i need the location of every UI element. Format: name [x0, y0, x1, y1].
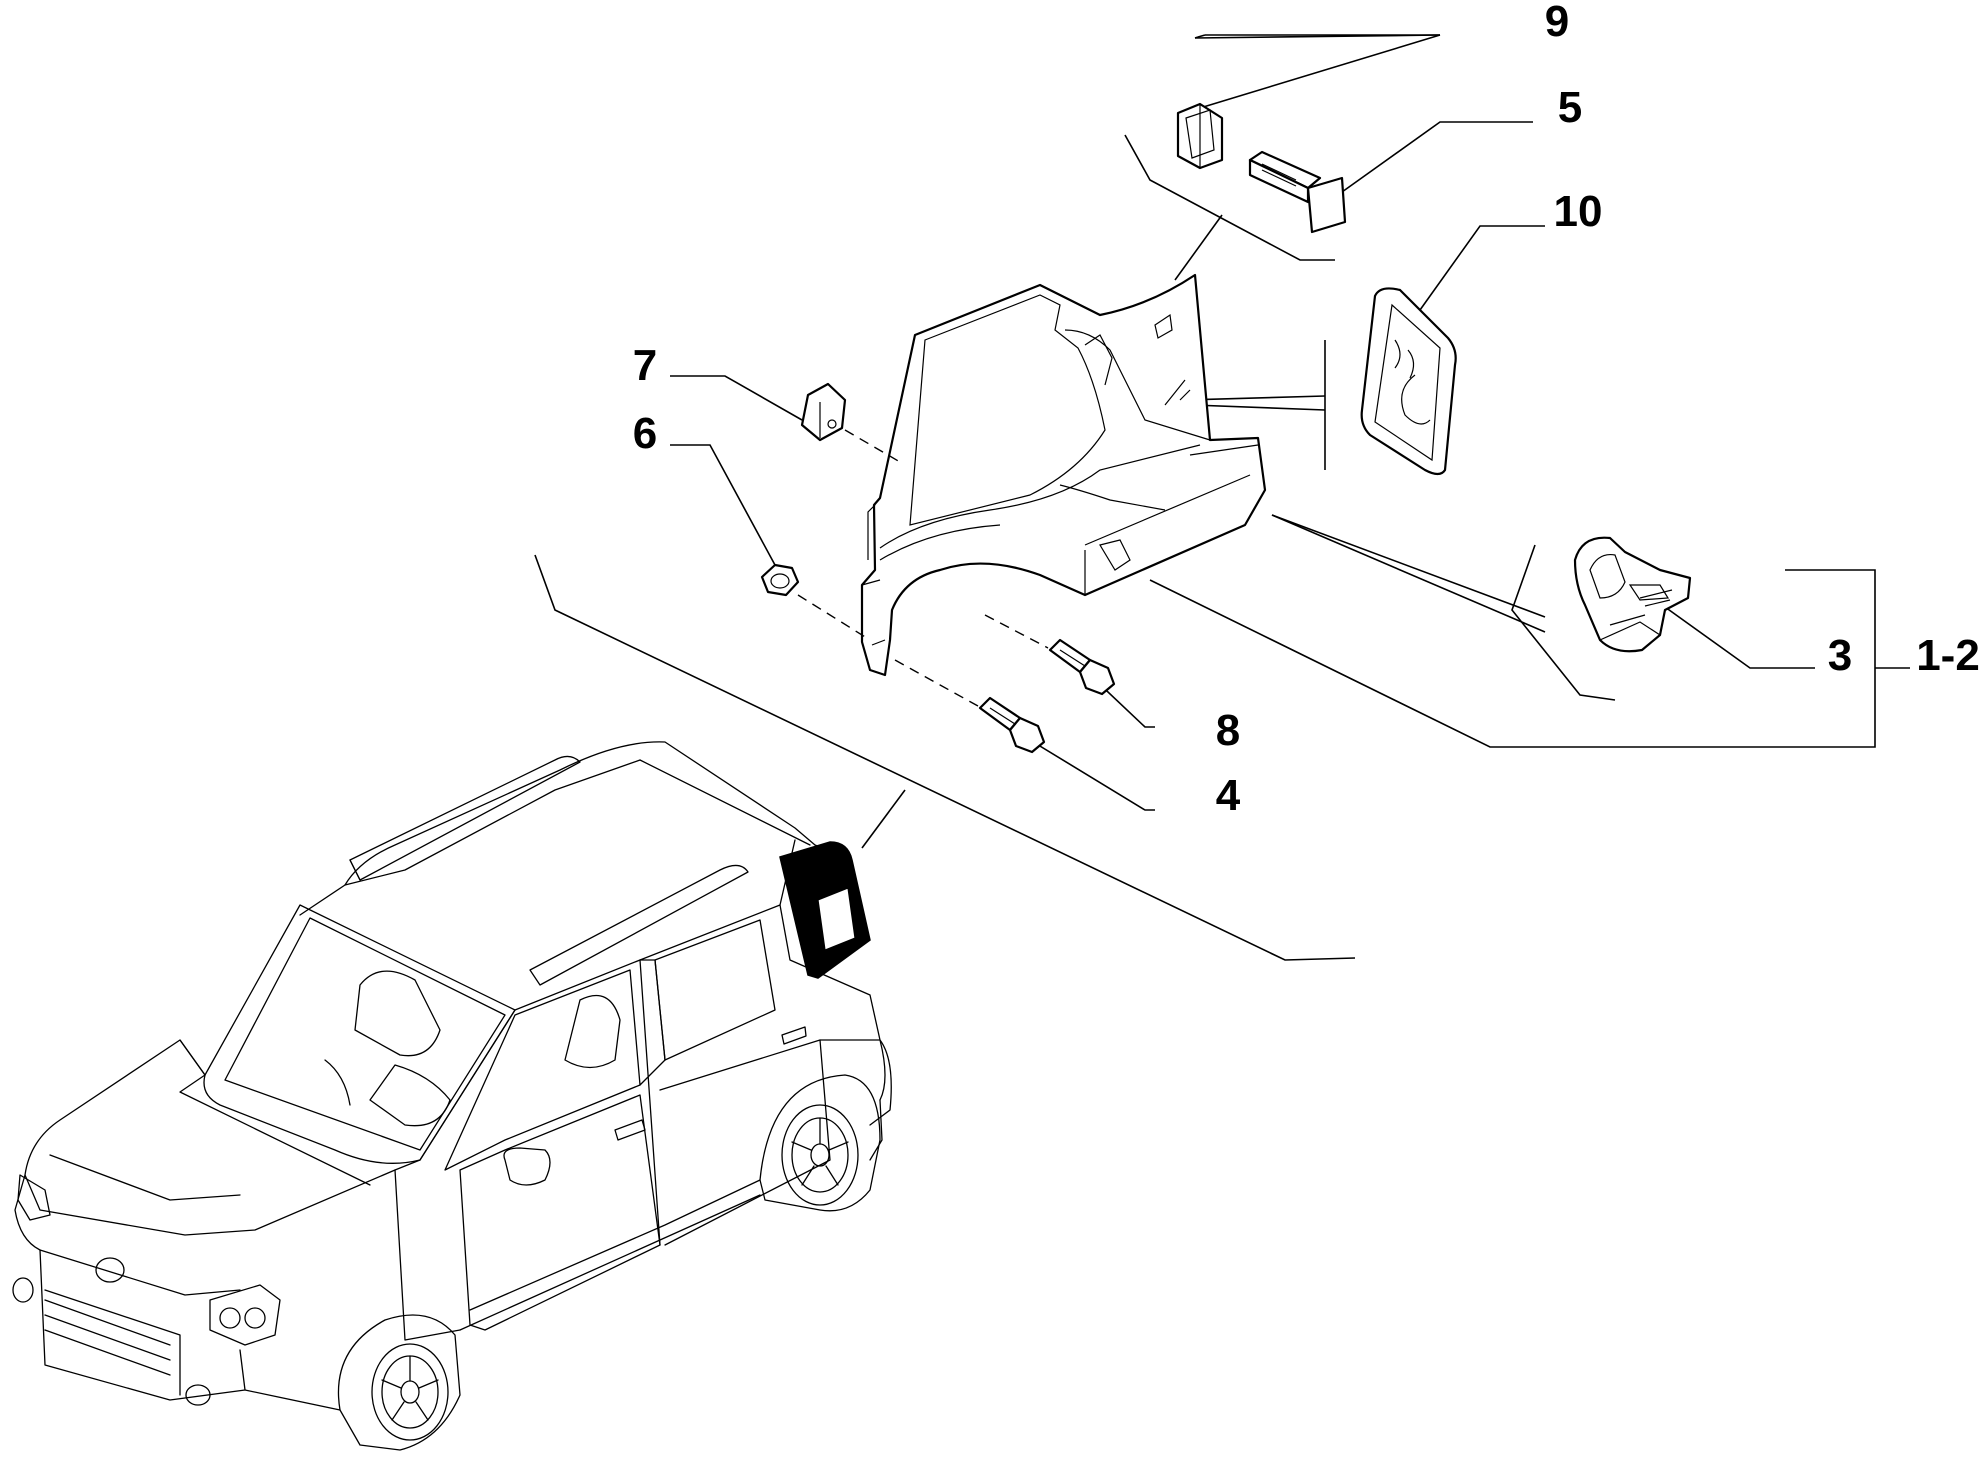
- part-9-clip: [1176, 102, 1224, 170]
- part-3-bracket: [1573, 536, 1692, 653]
- label-5: 5: [1558, 83, 1582, 132]
- car-rear-wheel: [759, 1074, 881, 1212]
- label-4: 4: [1216, 771, 1241, 820]
- label-1-2: 1-2: [1916, 631, 1980, 680]
- car-badge: [95, 1257, 125, 1283]
- part-1-2-trim-panel: [860, 273, 1267, 677]
- label-3: 3: [1828, 631, 1852, 680]
- label-6: 6: [633, 409, 657, 458]
- car-illustration: [12, 741, 892, 1451]
- car-front: [14, 1174, 246, 1401]
- label-10: 10: [1554, 187, 1603, 236]
- car-mirror: [503, 1147, 551, 1186]
- part-7-clip: [800, 382, 901, 463]
- car-roof: [344, 741, 841, 886]
- car-windshield: [203, 904, 516, 1164]
- car-side: [419, 904, 886, 1161]
- car-headlight-right: [209, 1284, 281, 1346]
- car-front-wheel: [337, 1314, 461, 1451]
- label-9: 9: [1545, 0, 1569, 46]
- part-6-nut: [760, 563, 871, 641]
- label-8: 8: [1216, 706, 1240, 755]
- highlight-quarter-window: [817, 887, 856, 951]
- car-hood: [24, 1039, 421, 1236]
- car-headlight-left: [17, 1174, 51, 1221]
- car-rear-door-window: [654, 919, 776, 1061]
- label-7: 7: [633, 341, 657, 390]
- callout-lines: [534, 34, 1910, 961]
- part-10-cover: [1360, 287, 1457, 476]
- part-8-bolt: [984, 614, 1116, 696]
- car-front-door-window: [444, 969, 641, 1171]
- part-4-bolt: [894, 659, 1046, 754]
- part-labels: 9 5 10 7 6 8 4 3 1-2: [633, 0, 1980, 820]
- part-5-strip: [1248, 150, 1347, 234]
